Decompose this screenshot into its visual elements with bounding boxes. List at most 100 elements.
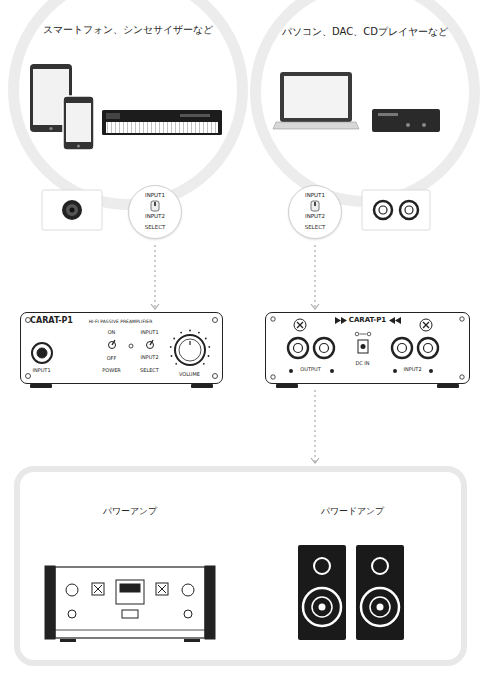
phone-jack-box (42, 190, 102, 230)
power-amplifier-part (205, 566, 215, 639)
laptop-part (284, 76, 348, 118)
rca-jack-box-part (362, 190, 430, 230)
source-ring: スマートフォン、シンセサイザーなど (8, 0, 248, 210)
front-feet-part (30, 384, 52, 388)
powered-speakers-part (370, 597, 390, 617)
dac-part (406, 123, 410, 127)
phone-jack-box-part (42, 190, 102, 230)
text-slot: INPUT1 (145, 192, 165, 198)
powered-speakers-part (303, 588, 341, 626)
volume-ticks-part (180, 332, 182, 334)
rear-panel-parts-part (361, 344, 366, 349)
node-text: INPUT1 (32, 368, 50, 374)
smartphone-part (63, 96, 94, 150)
text-slot: INPUT2 (403, 367, 421, 373)
volume-ticks (170, 330, 210, 365)
volume-ticks-part (198, 332, 200, 334)
node-text: INPUT1 (145, 192, 165, 198)
power-amplifier-part (122, 610, 138, 618)
node-text: SELECT (305, 224, 326, 230)
synthesizer-part (180, 114, 210, 117)
rear-panel-parts-part (420, 319, 432, 331)
front-panel-parts-part (213, 374, 218, 379)
text-slot: パワーアンプ (103, 506, 157, 516)
select-switch: INPUT1INPUT2SELECT (128, 185, 182, 239)
node-text: DC IN (355, 361, 369, 367)
text-slot: INPUT1 (305, 192, 325, 198)
volume-ticks-part (189, 330, 191, 332)
dac-part (378, 113, 398, 116)
rear-panel-parts-part (271, 317, 275, 321)
select-lever-part (151, 201, 159, 211)
text-slot: パワードアンプ (321, 506, 384, 516)
laptop-part (280, 72, 352, 122)
rear-panel: CARAT-P1DC INOUTPUTINPUT2 (265, 312, 470, 384)
rear-panel-parts-part (360, 334, 367, 335)
node-text: INPUT2 (403, 367, 421, 373)
flow-arrow (151, 245, 159, 309)
front-panel-parts-part (213, 318, 218, 323)
text-slot: SELECT (145, 224, 166, 230)
rear-panel-parts-part (367, 332, 371, 336)
text-slot: INPUT2 (305, 213, 325, 219)
power-amplifier (45, 566, 215, 642)
power-amplifier-part (45, 566, 55, 639)
power-amplifier-part (55, 630, 205, 631)
power-amplifier-part (184, 639, 200, 642)
powered-speakers-part (298, 545, 346, 640)
power-amplifier-part (116, 580, 144, 604)
powered-speakers-part (312, 597, 332, 617)
front-panel-parts-part (37, 348, 47, 358)
volume-ticks-part (170, 346, 172, 348)
text-slot: INPUT1 (32, 368, 50, 374)
text-slot: CARAT-P1 (349, 316, 386, 324)
rear-panel-parts-part (398, 344, 407, 353)
node-text: CARAT-P1 (30, 316, 73, 325)
powered-speakers-part (372, 558, 388, 574)
rear-panel-parts-part (314, 338, 334, 358)
node-text: SELECT (140, 368, 159, 374)
power-amplifier-part (92, 583, 104, 595)
rear-panel-parts-part (429, 369, 433, 373)
front-panel-parts-part (179, 339, 201, 361)
node-text: INPUT1 (140, 330, 158, 336)
text-slot: VOLUME (179, 372, 200, 378)
dac-part (422, 123, 426, 127)
volume-ticks-part (208, 346, 210, 348)
power-amplifier-part (156, 583, 168, 595)
node-text: CARAT-P1 (349, 316, 386, 324)
arrow-head (311, 304, 319, 309)
dotted-line (154, 245, 155, 309)
rear-panel-parts-part (294, 344, 303, 353)
node-text: スマートフォン、シンセサイザーなど (43, 24, 213, 36)
powered-speakers-part (356, 545, 404, 640)
volume-ticks-part (203, 363, 205, 365)
rear-panel-parts-part (358, 340, 368, 353)
select-lever-part (311, 201, 319, 211)
front-panel-parts-part (175, 335, 205, 365)
node-text: INPUT1 (305, 192, 325, 198)
flow-arrow (311, 245, 319, 309)
text-slot: INPUT1 (140, 330, 158, 336)
volume-ticks-part (208, 355, 210, 357)
phone-jack-box-part (62, 200, 82, 220)
rear-panel-parts-part (330, 369, 334, 373)
text-slot: スマートフォン、シンセサイザーなど (43, 24, 213, 36)
text-slot: INPUT2 (140, 355, 158, 361)
front-panel-parts-part (26, 374, 31, 379)
synthesizer (102, 110, 222, 135)
rear-panel-parts-part (460, 375, 464, 379)
rear-panel-parts-part (355, 332, 359, 336)
node-text: HI-FI PASSIVE PREAMPLIFIER (89, 319, 153, 324)
rear-panel-parts-part (418, 338, 438, 358)
rear-panel-parts-part (389, 317, 401, 324)
front-panel-parts-part (129, 344, 133, 348)
volume-ticks-part (173, 338, 175, 340)
source-ring: パソコン、DAC、CDプレイヤーなど (250, 0, 480, 207)
volume-ticks-part (175, 363, 177, 365)
front-panel-parts-part (150, 340, 153, 345)
power-amplifier-part (55, 567, 205, 638)
text-slot: CARAT-P1 (30, 316, 73, 325)
rear-panel-parts-part (289, 369, 293, 373)
rear-panel-parts (271, 317, 464, 379)
